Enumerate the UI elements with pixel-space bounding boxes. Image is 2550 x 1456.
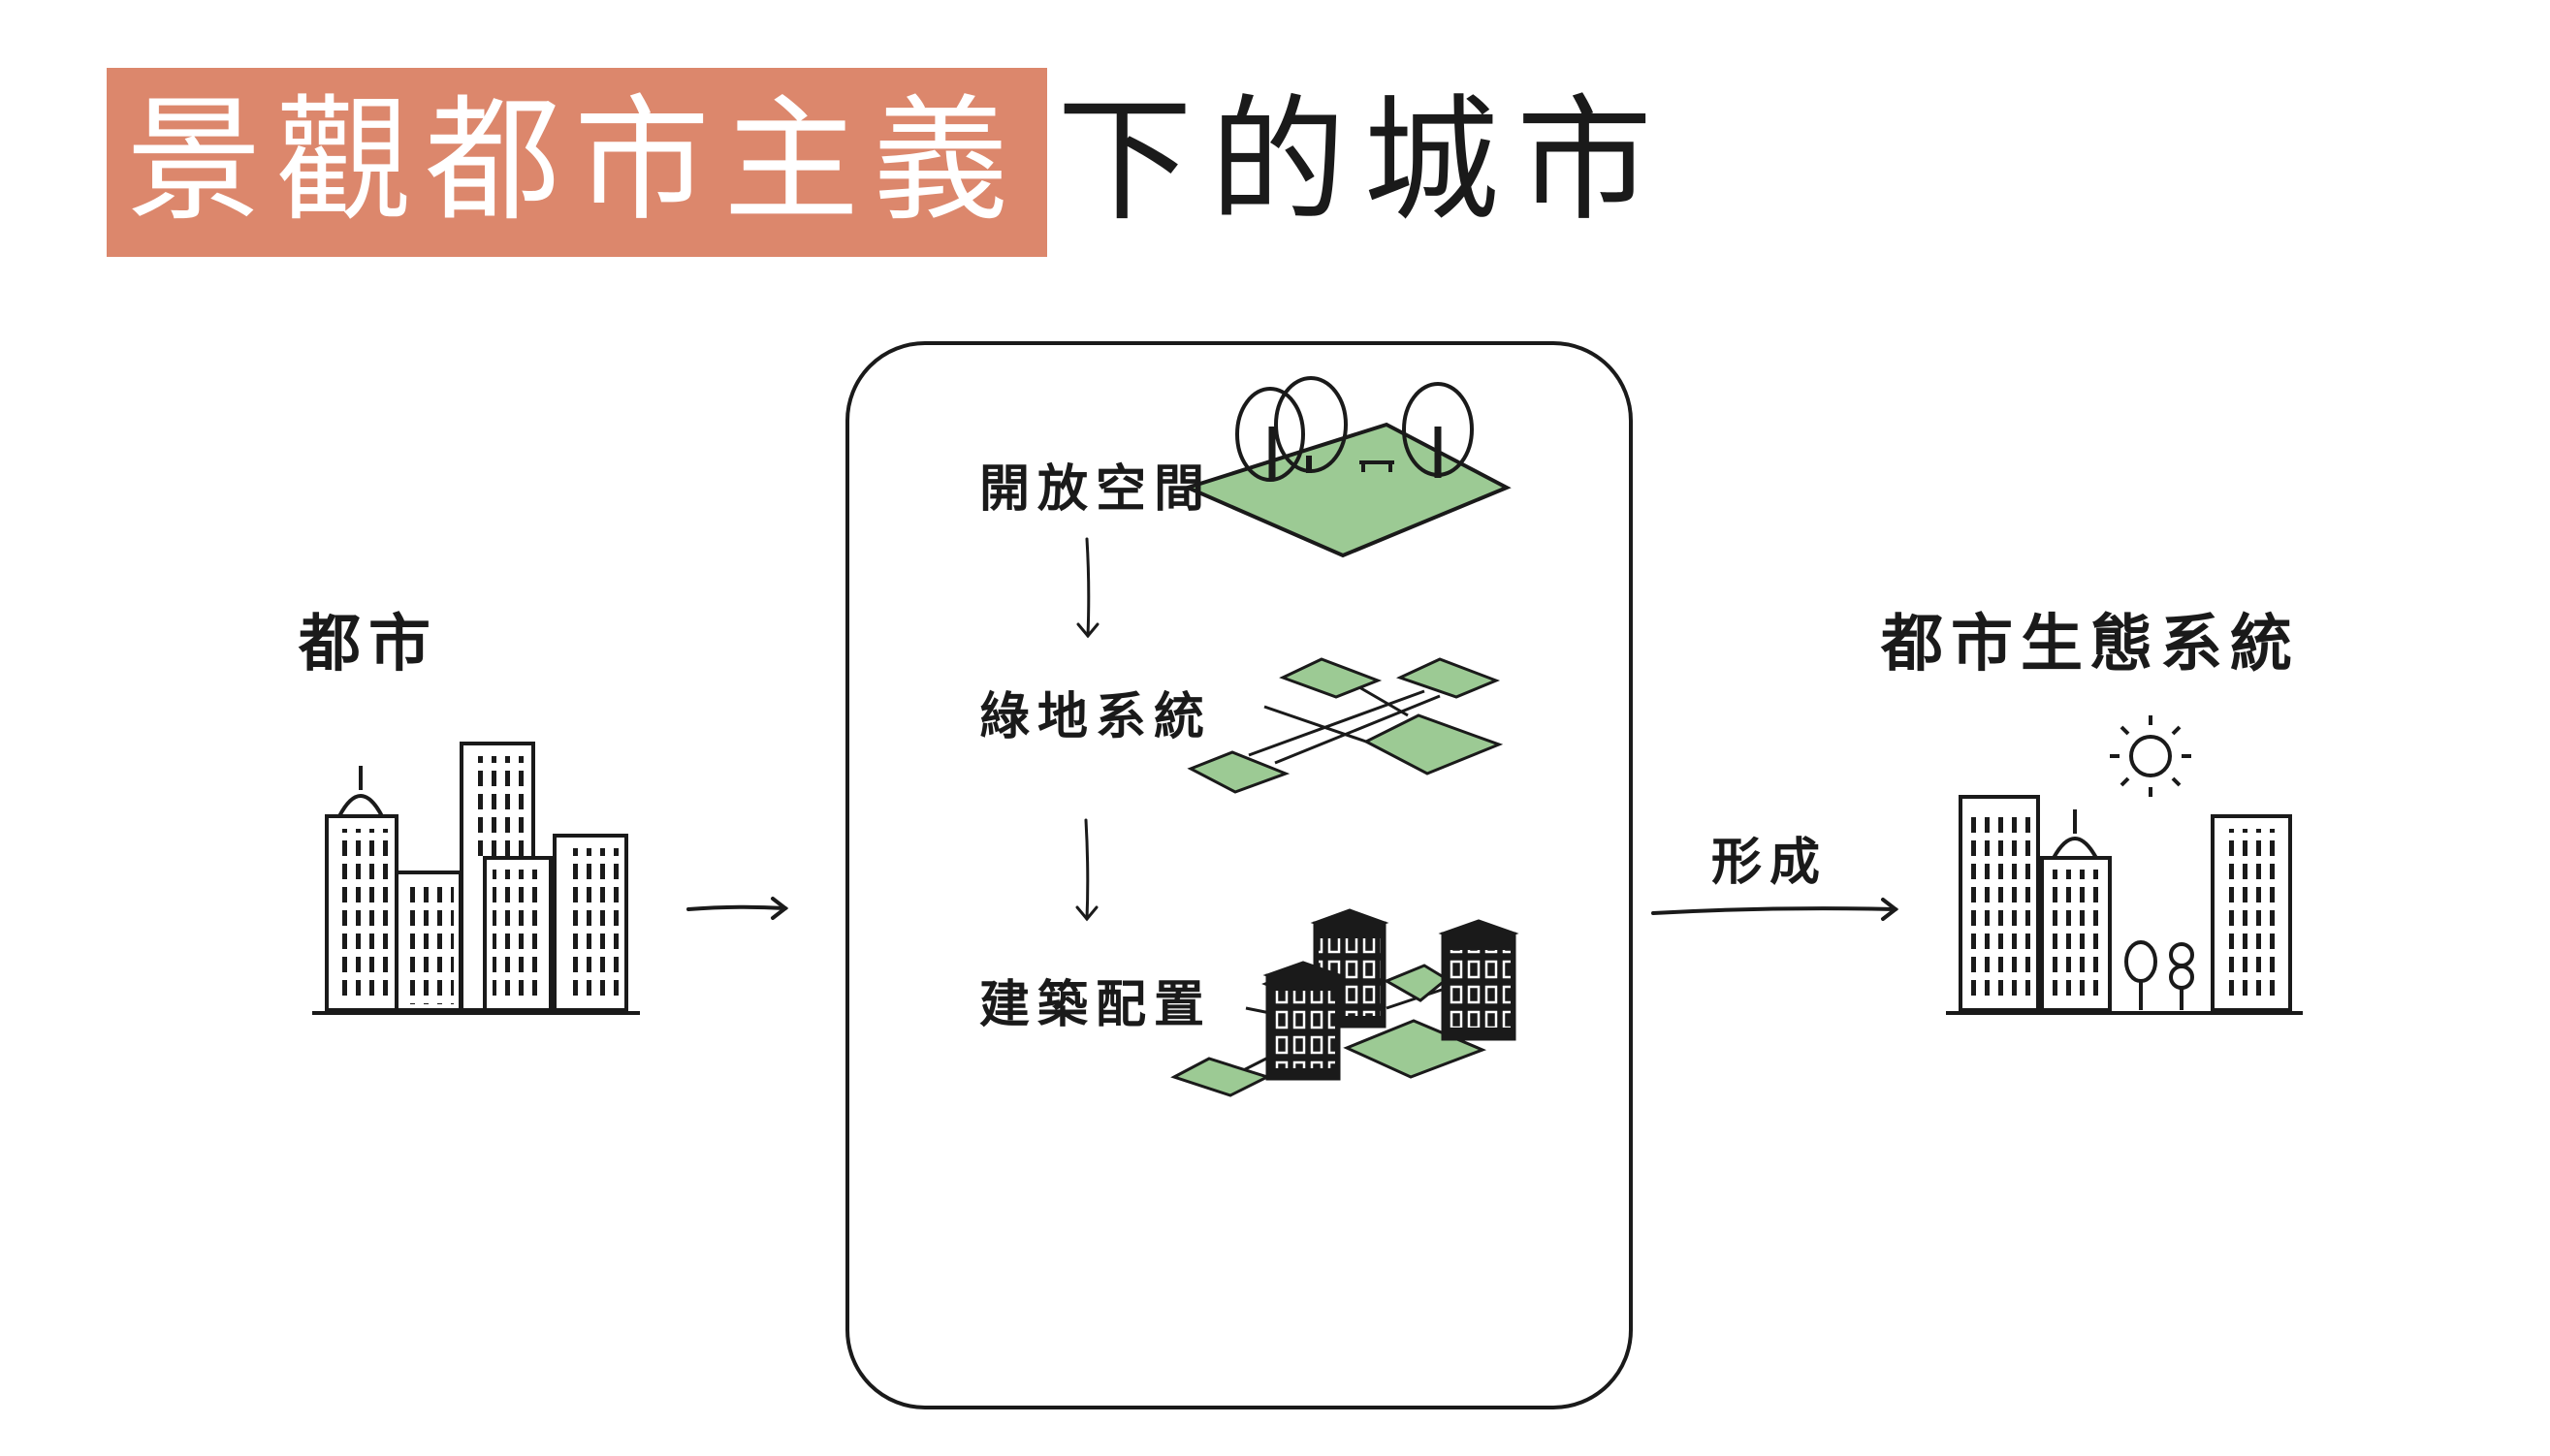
building-icon: [1310, 908, 1389, 1029]
city-illustration: [312, 742, 640, 1015]
building-icon: [1438, 919, 1519, 1041]
arrow-label-form: 形成: [1711, 834, 1829, 892]
title-highlight-box: [107, 68, 1047, 257]
open-space-illustration: [1182, 376, 1512, 558]
title-rest-text: 下的城市: [1057, 82, 1671, 240]
arrow-step-2-to-3: [1075, 818, 1099, 922]
step-label-open-space: 開放空間: [979, 460, 1213, 519]
building-layout-illustration: [1170, 908, 1519, 1097]
green-system-illustration: [1187, 657, 1504, 794]
sun-icon: [2110, 715, 2191, 797]
bench-icon: [1359, 460, 1394, 472]
arrow-city-to-process: [686, 897, 789, 920]
arrow-process-to-ecosystem: [1651, 898, 1899, 921]
tree-icon: [2169, 942, 2194, 1010]
arrow-step-1-to-2: [1076, 537, 1100, 639]
step-label-building-layout: 建築配置: [979, 976, 1213, 1034]
process-frame: [845, 341, 1633, 1409]
ecosystem-label: 都市生態系統: [1881, 609, 2300, 681]
building-icon: [1262, 961, 1344, 1081]
title-highlight-text: 景觀都市主義: [126, 82, 1023, 240]
tree-icon: [2124, 940, 2157, 1010]
step-label-green-system: 綠地系統: [979, 688, 1213, 746]
ecosystem-city-illustration: [1946, 715, 2303, 1015]
city-label: 都市: [299, 609, 438, 681]
